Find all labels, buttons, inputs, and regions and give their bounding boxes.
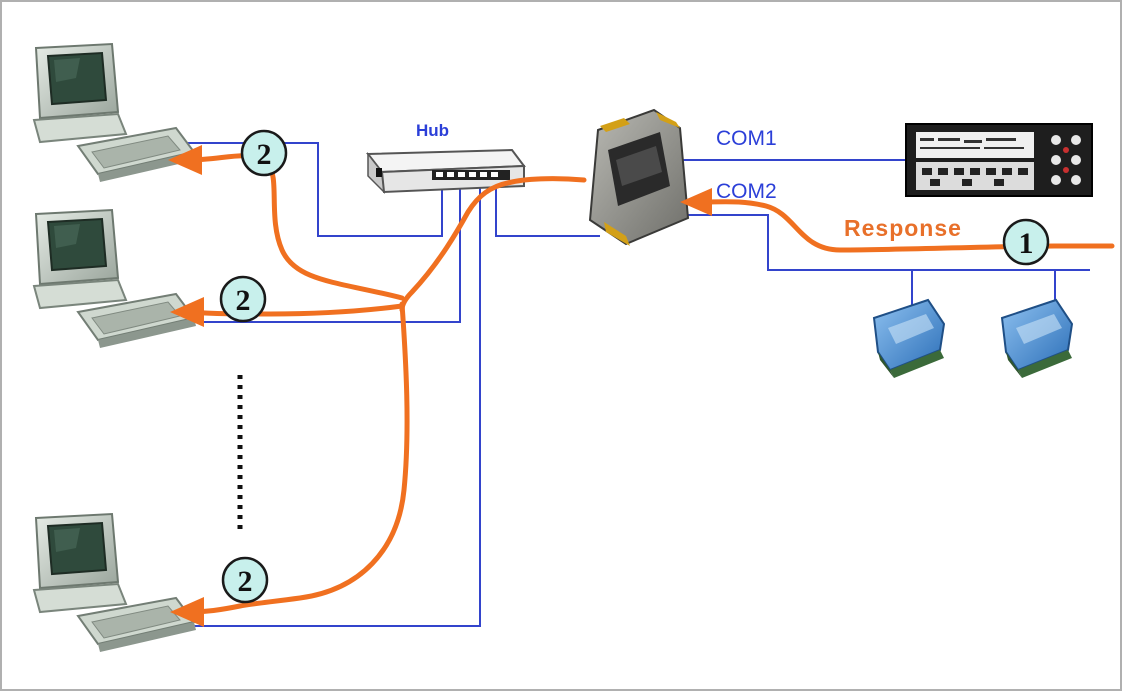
gateway-device xyxy=(588,108,690,246)
step-badge-2-middle: 2 xyxy=(219,275,267,323)
step-badge-1: 1 xyxy=(1002,218,1050,266)
com2-label: COM2 xyxy=(716,180,777,203)
com1-label: COM1 xyxy=(716,127,777,150)
arrowheads xyxy=(168,145,712,627)
response-paths xyxy=(185,153,1115,615)
step-badge-1-number: 1 xyxy=(1019,227,1034,260)
step-badge-2-bottom: 2 xyxy=(221,556,269,604)
step-badge-2-bottom-number: 2 xyxy=(238,565,253,598)
step-badge-2-top: 2 xyxy=(240,129,288,177)
instrument-device xyxy=(905,123,1093,197)
hub-label: Hub xyxy=(416,121,449,140)
hub-device xyxy=(365,148,526,195)
step-badge-2-top-number: 2 xyxy=(257,138,272,171)
step-badge-2-middle-number: 2 xyxy=(236,284,251,317)
response-label: Response xyxy=(844,215,962,241)
